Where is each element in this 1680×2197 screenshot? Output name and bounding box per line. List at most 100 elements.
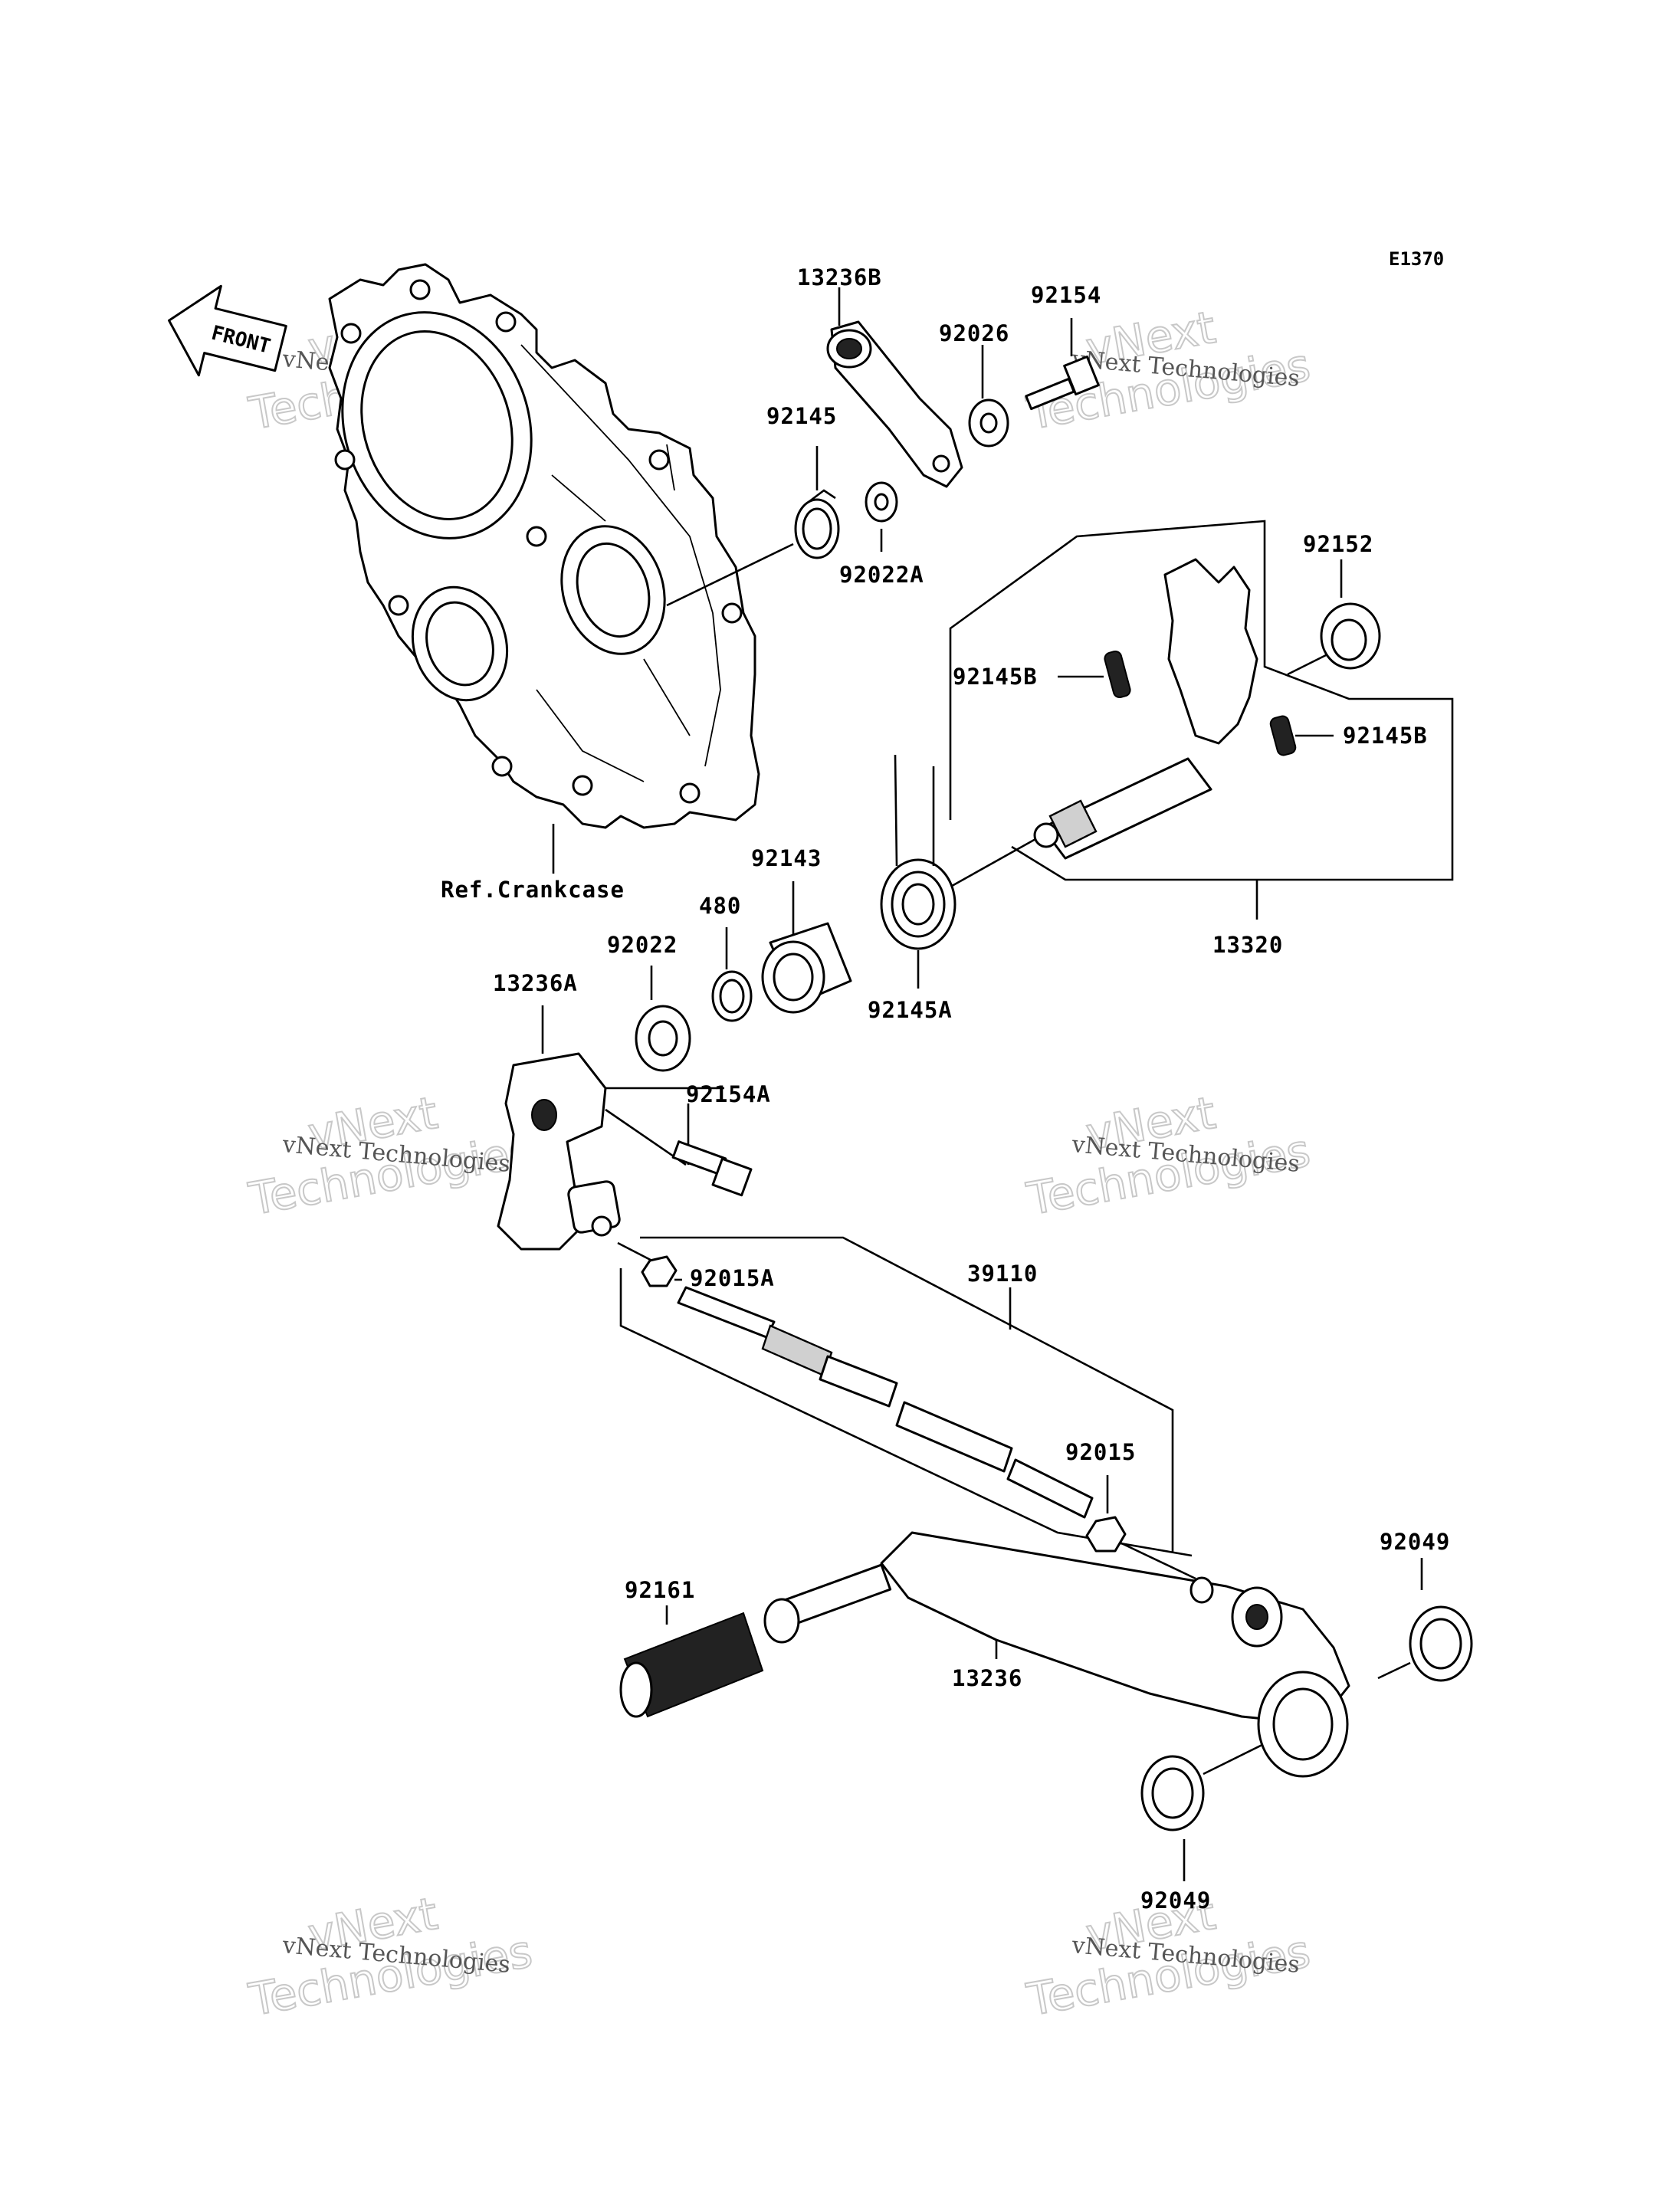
part-92145A-spring [880,754,956,950]
label-13320: 13320 [1212,932,1283,958]
washer-92022A-inner [874,493,889,511]
label-92049: 92049 [1380,1529,1450,1555]
tie-rod-knurl [761,1324,833,1377]
shift-shaft-tip [1033,822,1059,848]
tie-rod-shaft-left [819,1355,898,1408]
label-92152: 92152 [1303,531,1373,557]
bracket-39110 [619,1236,1193,1557]
part-92154A-bolt [671,1140,753,1197]
label-92154: 92154 [1031,282,1101,308]
crankcase-bolt-hole [334,449,356,471]
label-92015A: 92015A [690,1265,775,1291]
arm-13236B-pin [932,454,950,473]
label-92022: 92022 [607,932,678,958]
reference-label-crankcase: Ref.Crankcase [441,877,625,903]
part-92049-seal-bottom [1140,1755,1205,1831]
crankcase-bolt-hole [679,782,701,804]
spring-92145B-right-coil [1269,715,1297,756]
bolt-92154-head [1063,355,1100,396]
label-480: 480 [699,893,741,919]
part-92152-seal [1320,602,1381,670]
spring-92145-tail [808,489,836,503]
part-92022-washer [635,1005,691,1072]
part-92143-collar [761,922,852,1014]
leader-92145-to-case [666,543,794,607]
seal-92049-bottom-inner [1151,1767,1194,1819]
label-92161: 92161 [625,1577,695,1603]
crankcase-bore-middle-inner [576,542,651,638]
washer-92026-inner [979,412,998,434]
lever-13236A-body [497,1052,607,1251]
leader-shaft-to-92145A [946,834,1043,890]
shift-shaft-spline [1048,799,1098,848]
part-92049-seal-top [1409,1605,1473,1682]
pedal-13236-pivot-bore [1272,1687,1334,1761]
crankcase-bolt-hole [409,279,431,300]
rubber-92161-end [619,1661,653,1718]
label-39110: 39110 [967,1261,1038,1287]
part-92154-bolt [1025,355,1100,411]
part-92145B-spring-left [1104,650,1131,699]
label-92145B-left: 92145B [953,664,1038,690]
label-92145B-right: 92145B [1343,723,1428,749]
pedal-13236-peg-tip [763,1598,800,1644]
part-92145-spring [794,489,840,559]
part-13236A-lever [497,1052,621,1251]
part-92145B-spring-right [1269,715,1297,756]
seal-92049-top-inner [1419,1618,1462,1670]
label-13236B: 13236B [797,264,882,290]
label-92026: 92026 [939,320,1009,346]
crankcase-bolt-hole [648,449,670,471]
circlip-480-inner [719,979,745,1014]
crankcase-bolt-hole [491,756,513,777]
spring-92145B-left-coil [1104,650,1131,699]
spring-92145A-coil-inner [901,883,935,926]
crankcase-bolt-hole [526,526,547,547]
washer-92022-inner [648,1020,678,1057]
bolt-92154A-head [711,1157,753,1197]
crankcase-bolt-hole [572,775,593,796]
shift-shaft-plate [1163,558,1258,745]
crankcase-bore-upper-inner [360,330,514,520]
label-92145A: 92145A [868,997,953,1023]
crankcase-drawing [328,263,760,829]
part-labels: 13236B 92154 92026 92145 92022A 92152 92… [493,264,1450,1913]
part-92015A-nut [641,1255,678,1287]
leader-92015-to-lever [1114,1539,1196,1580]
tie-rod-thread-right [1006,1458,1094,1519]
label-92154A: 92154A [686,1081,771,1107]
crankcase-bolt-hole [495,311,517,333]
crankcase-bolt-hole [340,323,362,344]
part-92022A-washer [865,481,898,523]
label-92143: 92143 [751,845,822,871]
part-92161-rubber [619,1612,764,1718]
crankcase-bore-lower-inner [425,601,494,687]
seal-92152-inner [1331,618,1367,661]
lever-13236A-pin [591,1215,612,1237]
part-92015-nut [1085,1516,1127,1553]
front-arrow-shape [167,284,287,377]
label-92022A: 92022A [839,562,924,588]
label-13236: 13236 [952,1665,1022,1691]
tie-rod-thread-left [677,1286,776,1339]
label-92049-bottom: 92049 [1140,1887,1211,1913]
leader-92049-to-lever [1377,1661,1411,1680]
diagram-code: E1370 [1389,248,1444,270]
nut-92015-body [1085,1516,1127,1553]
part-480-circlip [711,970,753,1022]
lever-13236A-spline [531,1099,557,1131]
tie-rod-shaft-mid [895,1401,1013,1473]
crankcase-ribs [520,344,721,782]
nut-92015A-body [641,1255,678,1287]
leader-lines [541,287,1423,1881]
part-39110-tie-rod [677,1286,1094,1519]
part-13320-shift-shaft [1033,558,1258,860]
label-92145: 92145 [766,403,837,429]
spring-92145-coil-inner [802,507,832,550]
bracket-13320 [949,520,1454,881]
arm-13236B-hole [836,338,862,359]
part-13236B-arm [826,320,963,488]
part-13236-shift-pedal [763,1531,1350,1778]
pedal-13236-rod-end [1189,1576,1214,1604]
